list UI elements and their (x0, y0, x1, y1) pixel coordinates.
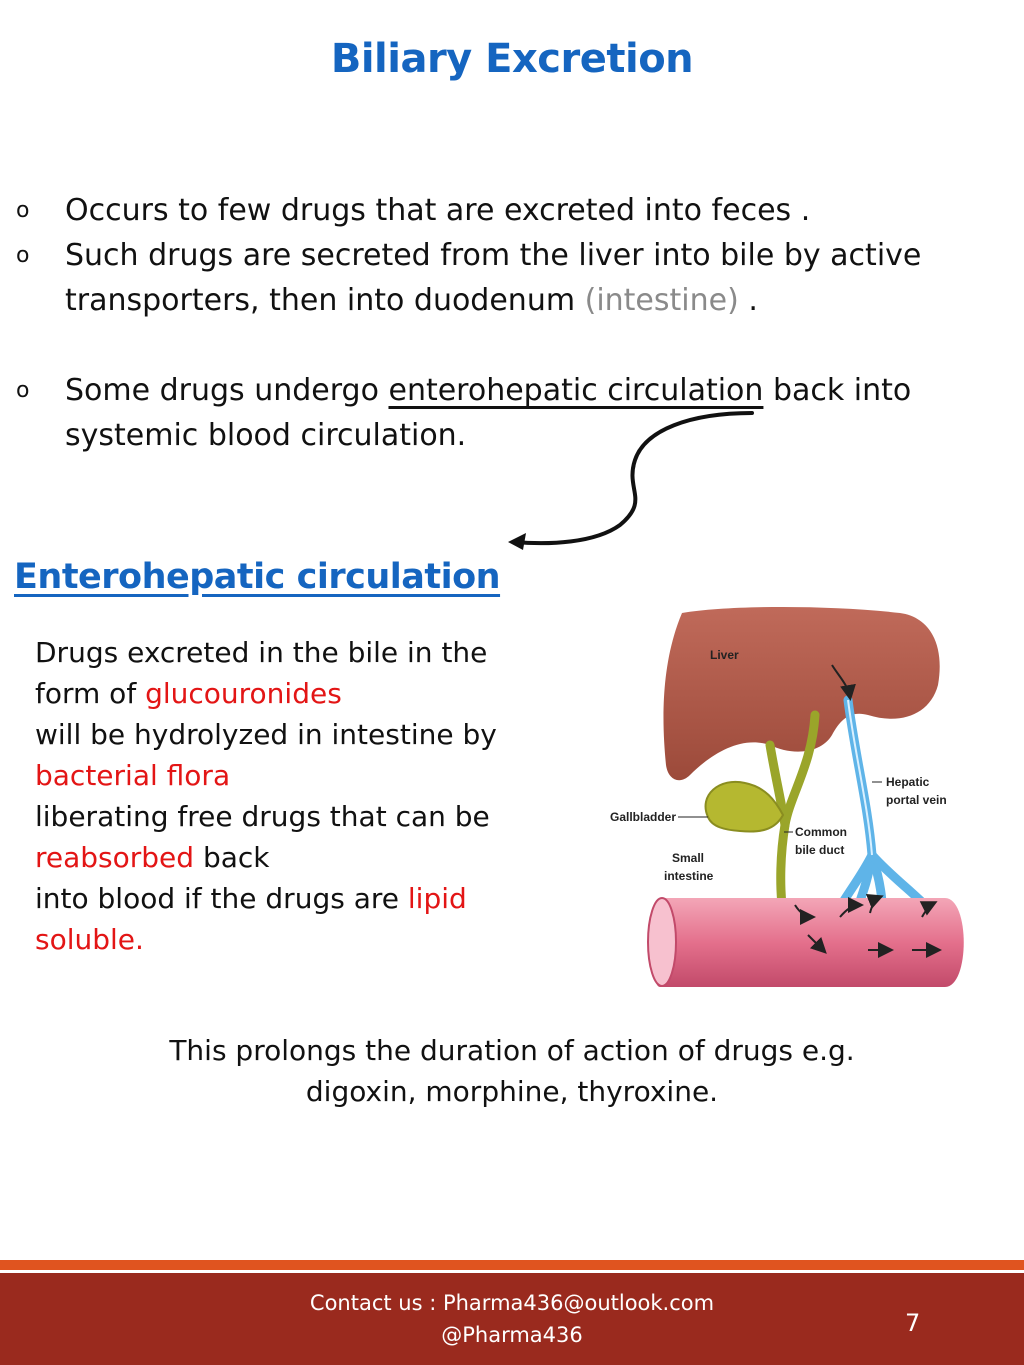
highlight-term: glucouronides (145, 677, 342, 710)
contact-email: Contact us : Pharma436@outlook.com (309, 1291, 715, 1315)
conclusion-line: This prolongs the duration of action of … (169, 1034, 855, 1067)
bullet-item: o Some drugs undergo enterohepatic circu… (16, 368, 1006, 458)
label-intestine-2: intestine (664, 869, 714, 883)
gallbladder-shape (704, 780, 785, 833)
page-title: Biliary Excretion (330, 36, 694, 82)
bullet-text-end: . (738, 283, 758, 318)
footer-divider (0, 1270, 1024, 1273)
underlined-term: enterohepatic circulation (388, 373, 764, 408)
conclusion-text: This prolongs the duration of action of … (0, 1030, 1024, 1112)
bullet-text: Some drugs undergo (65, 373, 389, 408)
label-hepatic-1: Hepatic (886, 775, 930, 789)
bullet-text: Occurs to few drugs that are excreted in… (65, 193, 811, 228)
curved-arrow (508, 411, 754, 550)
highlight-term: reabsorbed (35, 841, 195, 874)
conclusion-line: digoxin, morphine, thyroxine. (305, 1075, 719, 1108)
label-hepatic-2: portal vein (886, 793, 947, 807)
bullet-list: o Occurs to few drugs that are excreted … (16, 188, 1006, 458)
contact-handle: @Pharma436 (441, 1323, 583, 1347)
footer-bar: Contact us : Pharma436@outlook.com @Phar… (0, 1273, 1024, 1365)
para-text: back (194, 841, 270, 874)
liver-shape (663, 607, 940, 781)
explanation-paragraph: Drugs excreted in the bile in the form o… (35, 632, 505, 960)
label-intestine-1: Small (672, 851, 704, 865)
para-text: liberating free drugs that can be (35, 800, 490, 833)
enterohepatic-diagram: Liver Hepatic portal vein Gallbladder Co… (610, 607, 964, 987)
bullet-marker: o (16, 243, 30, 268)
highlight-term: bacterial flora (35, 759, 231, 792)
highlight-term: lipid soluble. (35, 882, 467, 956)
bullet-text: Such drugs are secreted from the liver i… (65, 238, 922, 318)
bullet-marker: o (16, 378, 30, 403)
bullet-text-muted: (intestine) (584, 283, 739, 318)
para-text: into blood if the drugs are (35, 882, 408, 915)
label-bile-2: bile duct (795, 843, 844, 857)
section-heading: Enterohepatic circulation (14, 557, 501, 597)
small-intestine-shape (651, 898, 964, 987)
label-bile-1: Common (795, 825, 847, 839)
para-text: Drugs excreted in the bile in the form o… (35, 636, 488, 710)
footer-stripe (0, 1260, 1024, 1270)
bullet-item: o Such drugs are secreted from the liver… (16, 233, 1006, 323)
para-text: will be hydrolyzed in intestine by (35, 718, 497, 751)
bullet-item: o Occurs to few drugs that are excreted … (16, 188, 1006, 233)
label-liver: Liver (710, 648, 739, 662)
footer-contact: Contact us : Pharma436@outlook.com @Phar… (0, 1287, 1024, 1351)
bullet-marker: o (16, 198, 30, 223)
bullet-text-end: back into systemic blood circulation. (65, 373, 912, 453)
page-number: 7 (905, 1309, 921, 1337)
label-gallbladder: Gallbladder (610, 810, 676, 824)
